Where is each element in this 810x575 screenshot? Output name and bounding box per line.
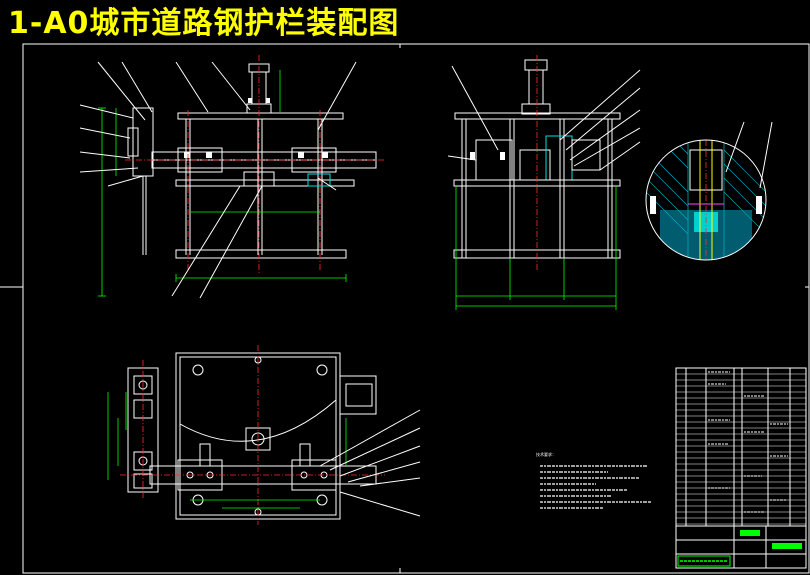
top-view — [107, 345, 421, 525]
drawing-title: 1-A0城市道路钢护栏装配图 — [8, 6, 400, 41]
side-view — [447, 55, 641, 310]
detail-view — [645, 121, 773, 261]
drawing-border — [0, 43, 810, 574]
title-block — [675, 367, 807, 569]
tech-req-title: 技术要求： — [536, 451, 556, 457]
front-view — [79, 55, 385, 299]
technical-requirements: 技术要求： — [536, 451, 652, 509]
